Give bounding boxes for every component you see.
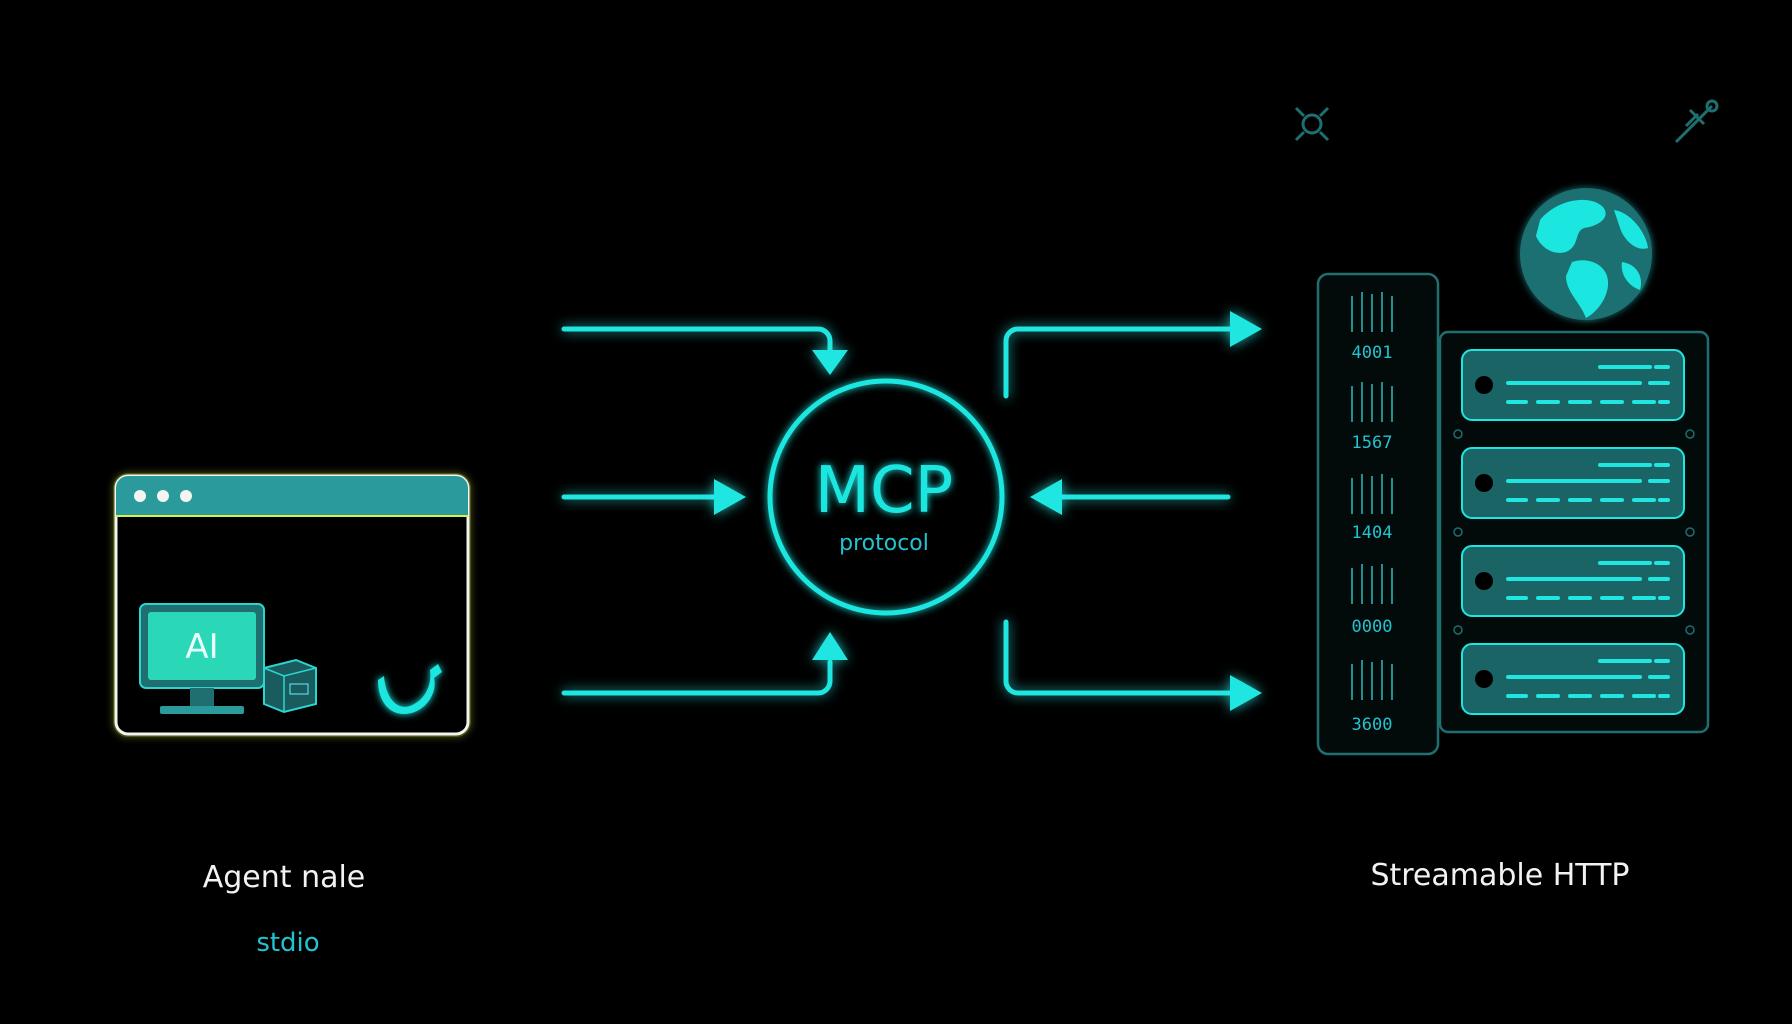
connector-bottom-in [561, 659, 833, 696]
rack-column [1316, 272, 1440, 756]
rack-ticks [1351, 292, 1393, 700]
connector-top-in [561, 326, 833, 355]
rack-cabinet [1438, 330, 1710, 734]
transport-stdio-label: stdio [256, 928, 320, 958]
connector-bottom-out [1003, 619, 1237, 696]
outgoing-connectors [1003, 326, 1237, 696]
network-icon [1674, 99, 1719, 144]
server-units [1461, 349, 1685, 715]
arrow-right-icon [1230, 311, 1262, 347]
server-unit [1461, 447, 1685, 519]
hub-subtitle: protocol [839, 531, 929, 556]
rack-number: 4001 [1352, 343, 1393, 363]
tool-icon [378, 664, 442, 714]
satellite-icon [1294, 106, 1330, 142]
connector-top-out [1003, 326, 1237, 399]
cube-icon [263, 658, 317, 714]
incoming-connectors [561, 326, 833, 696]
arrow-left-icon [1030, 479, 1062, 515]
window-title-bar [116, 476, 468, 516]
arrowheads-in [714, 350, 848, 660]
arrow-right-icon [714, 479, 746, 515]
rack-numbers: 4001 1567 1404 0000 3600 [1352, 343, 1393, 735]
transport-http-label: Streamable HTTP [1370, 858, 1630, 893]
arrow-down-icon [812, 350, 848, 375]
hub-title: MCP [815, 454, 954, 528]
server-unit [1461, 643, 1685, 715]
server-unit [1461, 545, 1685, 617]
rack-mount-holes [1453, 429, 1695, 635]
client-window: AI [113, 473, 471, 737]
server-unit [1461, 349, 1685, 421]
arrow-right-icon [1230, 675, 1262, 711]
screen-ai-text: AI [185, 627, 218, 667]
mcp-hub [767, 378, 1005, 616]
rack-number: 1567 [1352, 433, 1393, 453]
arrow-up-icon [812, 632, 848, 660]
rack-number: 0000 [1352, 617, 1393, 637]
arrowheads-out [1030, 311, 1262, 711]
agent-label: Agent nale [202, 860, 366, 895]
rack-number: 1404 [1352, 523, 1393, 543]
rack-number: 3600 [1352, 715, 1393, 735]
window-dots-icon [134, 490, 192, 502]
globe-icon [1520, 188, 1652, 320]
server-rack-icon [1316, 272, 1710, 756]
computer-icon [139, 603, 265, 714]
